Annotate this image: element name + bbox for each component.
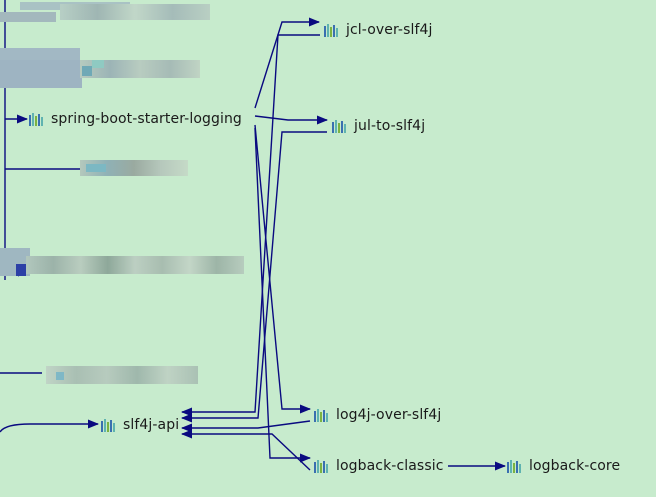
node-label: log4j-over-slf4j [336, 407, 442, 423]
node-logback-core[interactable]: logback-core [507, 457, 620, 475]
node-label: jcl-over-slf4j [346, 22, 433, 38]
edge-logback-classic-to-slf4j [180, 429, 311, 471]
maven-artifact-icon [314, 409, 328, 422]
node-spring-boot-starter-logging[interactable]: spring-boot-starter-logging [29, 110, 242, 128]
edge-starter-to-log4j [254, 124, 312, 414]
edge-jul-to-slf4j [180, 131, 327, 423]
node-label: slf4j-api [123, 417, 180, 433]
node-log4j-over-slf4j[interactable]: log4j-over-slf4j [314, 406, 441, 424]
maven-artifact-icon [507, 460, 521, 473]
node-slf4j-api[interactable]: slf4j-api [101, 416, 179, 434]
node-label: logback-core [529, 458, 621, 474]
edge-log4j-to-slf4j [180, 420, 311, 433]
edge-starter-to-jcl [254, 17, 321, 109]
maven-artifact-icon [29, 113, 43, 126]
node-jcl-over-slf4j[interactable]: jcl-over-slf4j [324, 21, 432, 39]
node-label: spring-boot-starter-logging [51, 111, 242, 127]
maven-artifact-icon [332, 120, 346, 133]
maven-artifact-icon [314, 460, 328, 473]
node-jul-to-slf4j[interactable]: jul-to-slf4j [332, 117, 425, 135]
node-logback-classic[interactable]: logback-classic [314, 457, 444, 475]
edge-jcl-to-slf4j [180, 34, 320, 417]
node-label: logback-classic [336, 458, 444, 474]
maven-artifact-icon [101, 419, 115, 432]
node-label: jul-to-slf4j [354, 118, 426, 134]
edge-starter-to-jul [254, 115, 329, 125]
maven-artifact-icon [324, 24, 338, 37]
edge-to-slf4j-api-left [0, 419, 100, 433]
